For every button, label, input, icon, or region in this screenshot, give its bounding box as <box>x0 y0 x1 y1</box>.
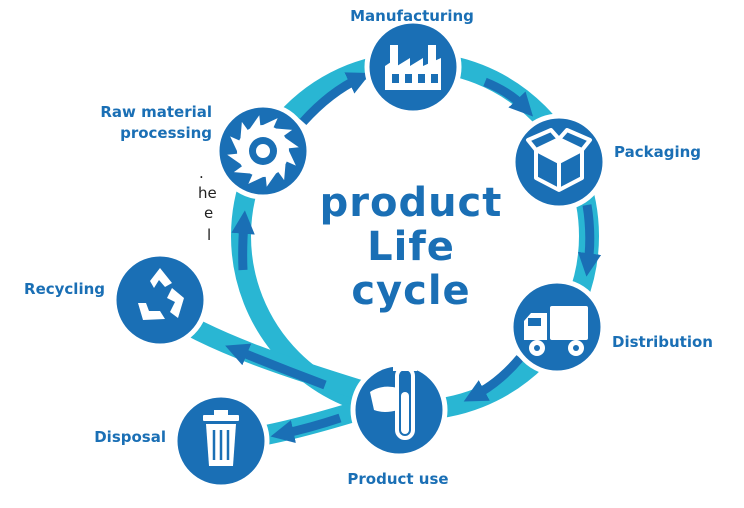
text-fragment-1: . <box>199 164 204 182</box>
saw-tooth <box>285 138 299 149</box>
label-product-use: Product use <box>347 470 448 488</box>
stage-manufacturing <box>364 18 462 116</box>
saw-tooth <box>277 164 286 181</box>
text-fragment-3: e <box>204 204 214 222</box>
recycle-icon <box>138 268 184 320</box>
stage-packaging <box>510 113 608 211</box>
label-disposal: Disposal <box>94 428 166 446</box>
arrow-recycling-to-raw <box>231 210 255 271</box>
box-icon <box>526 128 592 192</box>
saw-tooth <box>227 153 241 164</box>
arrow-to-recycling <box>225 343 327 390</box>
saw-blade-icon <box>227 115 299 187</box>
label-distribution: Distribution <box>612 333 713 351</box>
saw-tooth <box>250 115 261 129</box>
arrow-manufacturing-to-packaging <box>483 77 534 117</box>
label-raw-material-line2: processing <box>120 124 212 142</box>
arrow-to-disposal <box>270 413 342 443</box>
stage-distribution <box>508 278 606 376</box>
stage-product-use <box>350 361 448 459</box>
stage-recycling <box>111 251 209 349</box>
saw-tooth <box>276 128 293 137</box>
test-tube-icon <box>370 366 417 440</box>
saw-tooth <box>265 173 276 187</box>
label-recycling: Recycling <box>24 280 105 298</box>
text-fragment-2: he <box>198 184 217 202</box>
label-packaging: Packaging <box>614 143 701 161</box>
stage-disposal <box>172 392 270 490</box>
arrow-packaging-to-distribution <box>577 204 602 277</box>
label-manufacturing: Manufacturing <box>350 7 474 25</box>
stage-raw-material <box>214 102 312 200</box>
text-fragment-4: l <box>207 226 212 244</box>
label-raw-material-line1: Raw material <box>100 103 212 121</box>
arrow-raw-to-manufacturing <box>299 72 371 126</box>
center-title-line2: Life <box>367 224 455 270</box>
center-title-line1: product <box>320 180 503 226</box>
center-title-line3: cycle <box>351 268 470 314</box>
saw-tooth <box>233 165 250 174</box>
saw-tooth <box>240 121 249 138</box>
arrow-distribution-to-product-use <box>463 355 524 402</box>
